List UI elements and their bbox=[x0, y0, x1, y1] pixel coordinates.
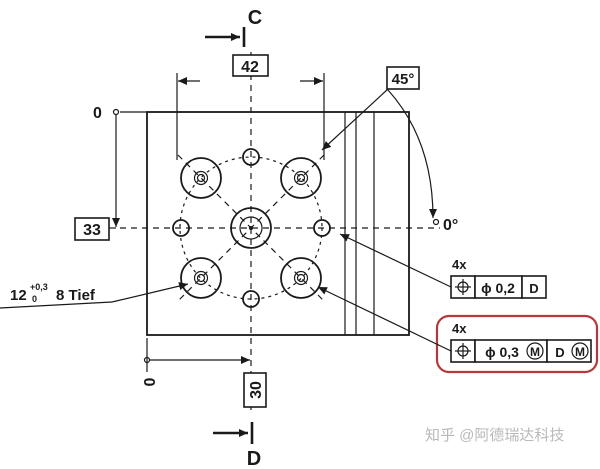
dim-30-text: 30 bbox=[248, 381, 265, 399]
small-hole-left bbox=[172, 219, 190, 237]
thread-tol-lower: 0 bbox=[32, 294, 37, 304]
svg-text:12: 12 bbox=[10, 287, 27, 304]
frame2-datum-modifier: M bbox=[575, 345, 585, 359]
threaded-hole-bottom-right bbox=[280, 257, 322, 299]
threaded-hole-bottom-left bbox=[180, 257, 222, 299]
dim-33-text: 33 bbox=[83, 222, 101, 239]
frame1-tolerance: ϕ 0,2 bbox=[481, 280, 515, 296]
thread-base: 12 bbox=[10, 287, 27, 304]
thread-suffix: 8 Tief bbox=[56, 287, 96, 304]
dimension-45-angle: 45° 0° bbox=[321, 66, 458, 234]
tolerance-frame-1: 4x ϕ 0,2 D bbox=[339, 233, 547, 299]
dimension-30: 0 30 bbox=[142, 338, 267, 408]
position-icon bbox=[455, 279, 471, 295]
dimension-33: 0 33 bbox=[74, 105, 120, 241]
dim-42-text: 42 bbox=[241, 59, 259, 76]
frame2-datum: D bbox=[555, 345, 564, 360]
tolerance-frame-2: 4x ϕ 0,3 M D M bbox=[317, 286, 599, 374]
small-hole-bottom bbox=[242, 290, 260, 308]
threaded-hole-top-left bbox=[180, 157, 222, 199]
section-d-indicator: D bbox=[213, 422, 261, 469]
frame1-count: 4x bbox=[452, 257, 467, 272]
angle-zero-text: 0° bbox=[443, 217, 458, 234]
frame2-tolerance: ϕ 0,3 bbox=[485, 344, 519, 360]
threaded-hole-top-right bbox=[280, 157, 322, 199]
small-hole-top bbox=[242, 148, 260, 166]
watermark-text: 知乎 @阿德瑞达科技 bbox=[425, 426, 564, 444]
center-bore bbox=[230, 207, 272, 249]
dim-45-text: 45° bbox=[392, 71, 415, 88]
section-c-indicator: C bbox=[205, 7, 262, 47]
thread-callout: 12 +0,3 0 8 Tief bbox=[0, 282, 189, 309]
hole-pattern bbox=[172, 148, 331, 308]
small-hole-right bbox=[313, 219, 331, 237]
center-lines bbox=[120, 52, 440, 412]
thread-tol-upper: +0,3 bbox=[30, 282, 48, 292]
frame1-datum: D bbox=[529, 281, 538, 296]
section-label-d: D bbox=[247, 448, 261, 469]
origin-bottom-text: 0 bbox=[142, 377, 159, 386]
origin-left-text: 0 bbox=[93, 105, 102, 122]
frame2-count: 4x bbox=[452, 321, 467, 336]
frame2-tol-modifier: M bbox=[530, 345, 540, 359]
position-icon bbox=[455, 343, 471, 359]
part-outline bbox=[120, 111, 410, 336]
section-label-c: C bbox=[248, 7, 262, 29]
